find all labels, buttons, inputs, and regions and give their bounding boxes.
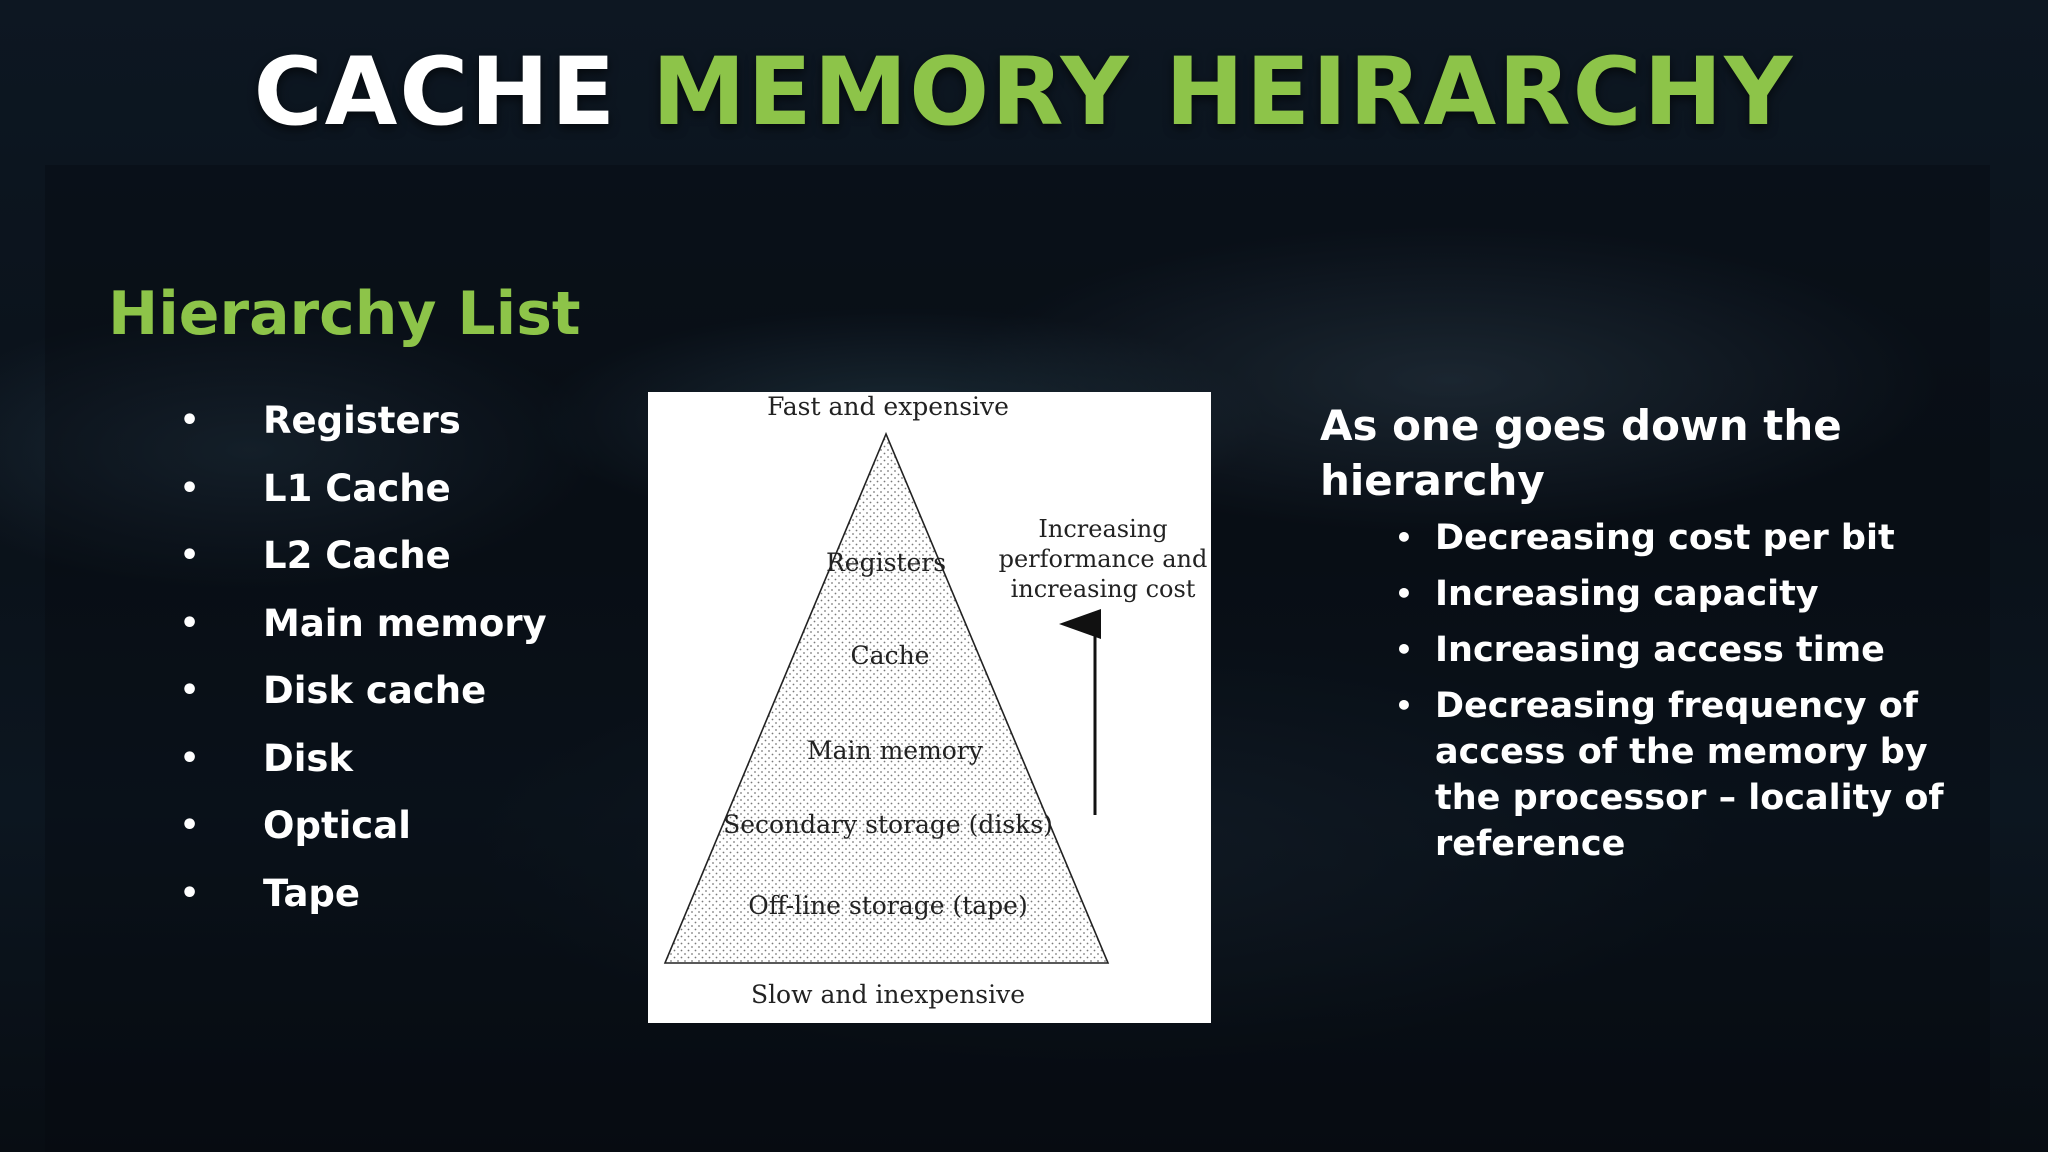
- bullet-icon: •: [180, 673, 200, 708]
- list-item: •Increasing access time: [1395, 627, 1955, 673]
- pyramid-shape: [663, 431, 1110, 964]
- list-item: •L2 Cache: [180, 528, 547, 596]
- title-part-cache: CACHE: [253, 38, 618, 147]
- level-offline-storage: Off-line storage (tape): [748, 891, 1027, 920]
- bullet-icon: •: [180, 538, 200, 573]
- bullet-icon: •: [1395, 689, 1413, 722]
- hierarchy-list-heading: Hierarchy List: [108, 279, 581, 349]
- level-secondary-storage: Secondary storage (disks): [723, 810, 1053, 839]
- pyramid-diagram: Fast and expensive Registers Cache Main …: [648, 392, 1211, 1023]
- bullet-icon: •: [180, 875, 200, 911]
- list-item: •Increasing capacity: [1395, 571, 1955, 617]
- list-item: •Optical: [180, 798, 547, 866]
- list-item: •L1 Cache: [180, 461, 547, 529]
- level-registers: Registers: [826, 548, 946, 577]
- bullet-icon: •: [1395, 633, 1413, 666]
- bullet-icon: •: [180, 808, 200, 843]
- arrow-label-line-1: Increasing: [1038, 515, 1167, 543]
- list-item: •Main memory: [180, 596, 547, 664]
- bullet-icon: •: [180, 740, 200, 776]
- list-item: •Decreasing frequency of access of the m…: [1395, 683, 1955, 867]
- slide-title: CACHE MEMORY HEIRARCHY: [0, 38, 2048, 148]
- list-item: •Disk cache: [180, 663, 547, 731]
- top-label: Fast and expensive: [767, 392, 1009, 421]
- arrow-label-line-2: performance and: [999, 545, 1208, 573]
- title-part-hierarchy: MEMORY HEIRARCHY: [652, 38, 1795, 147]
- pyramid-svg: Fast and expensive Registers Cache Main …: [663, 392, 1208, 1009]
- bullet-icon: •: [1395, 521, 1413, 554]
- list-item: •Disk: [180, 731, 547, 799]
- list-item: •Tape: [180, 866, 547, 934]
- bottom-label: Slow and inexpensive: [751, 980, 1025, 1009]
- arrow-label-line-3: increasing cost: [1011, 575, 1196, 603]
- bullet-icon: •: [180, 403, 200, 438]
- trend-list: •Decreasing cost per bit •Increasing cap…: [1395, 515, 1955, 877]
- bullet-icon: •: [180, 605, 200, 641]
- list-item: •Decreasing cost per bit: [1395, 515, 1955, 561]
- bullet-icon: •: [180, 470, 200, 506]
- level-cache: Cache: [851, 641, 930, 670]
- level-main-memory: Main memory: [807, 736, 984, 765]
- hierarchy-list: •Registers •L1 Cache •L2 Cache •Main mem…: [180, 393, 547, 933]
- list-item: •Registers: [180, 393, 547, 461]
- bullet-icon: •: [1395, 577, 1413, 610]
- right-heading: As one goes down the hierarchy: [1320, 401, 1842, 505]
